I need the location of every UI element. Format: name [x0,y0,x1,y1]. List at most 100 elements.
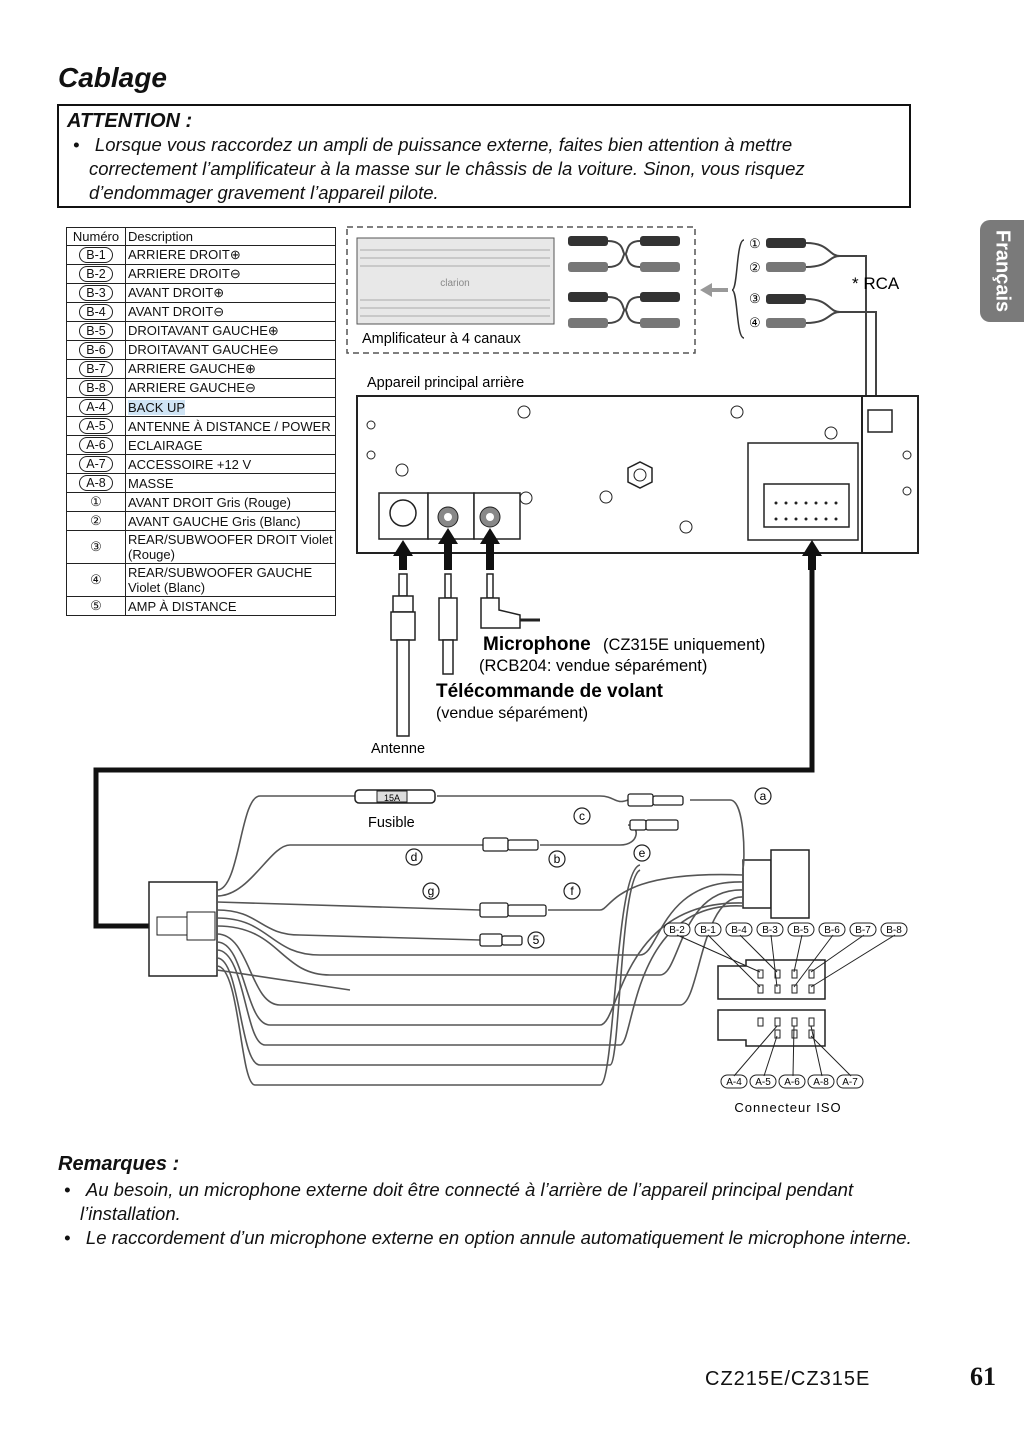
microphone-sub: (RCB204: vendue séparément) [479,657,707,675]
iso-pin-label: A-8 [813,1077,829,1088]
remark-item: • Le raccordement d’un microphone extern… [64,1227,912,1248]
wire-description: ANTENNE À DISTANCE / POWER [125,416,336,436]
rca-num-2: ② [749,260,761,275]
callout-f: f [570,884,574,898]
microphone-title: Microphone [483,634,591,655]
iso-pin-label: A-6 [784,1077,800,1088]
callout-b: b [554,852,561,866]
iso-pin-label: B-1 [700,925,716,936]
harness-cable [93,570,815,929]
rca-brace [731,239,745,339]
page-number: 61 [970,1362,996,1391]
iso-pins [757,969,815,1039]
iso-pin-label: B-8 [886,925,902,936]
harness-connector-right [742,859,772,909]
header-num: Numéro [66,227,126,246]
iso-pin-label: B-5 [793,925,809,936]
remark-item: • Au besoin, un microphone externe doit … [64,1179,854,1224]
iso-pin-badge [787,922,815,937]
wire-description: AMP À DISTANCE [125,596,336,616]
iso-pin-badge [756,922,784,937]
language-tab: Français [980,220,1024,322]
iso-pin-badge [720,1074,748,1089]
iso-pin-badge [663,922,691,937]
callout-5: 5 [533,933,540,947]
wire-description: AVANT DROIT⊖ [125,302,336,322]
unit-rca-plugs [766,238,806,328]
small-connectors [479,793,684,947]
amp-label: Amplificateur à 4 canaux [362,331,522,347]
rca-arrow-icon [700,283,728,297]
callout-d: d [411,850,418,864]
unit-hole [902,486,912,496]
iso-pin-badge [778,1074,806,1089]
iso-pin-label: B-2 [669,925,685,936]
amp-rca-cables [607,240,641,324]
attention-body: Lorsque vous raccordez un ampli de puiss… [89,134,805,203]
attention-box: ATTENTION : • Lorsque vous raccordez un … [57,104,911,208]
rca-label: * RCA [852,274,900,293]
amp-rca-plugs [568,236,680,328]
remote-title: Télécommande de volant [436,681,664,702]
wire-number: B-2 [66,264,126,284]
amp-dashed-box [346,226,696,354]
rca-port [867,409,893,433]
wire-description: REAR/SUBWOOFER GAUCHE Violet (Blanc) [125,563,336,597]
wire-number: ③ [66,530,126,564]
iso-pin-badge [725,922,753,937]
unit-hole [902,450,912,460]
attention-text: • Lorsque vous raccordez un ampli de pui… [67,133,901,205]
rca-num-1: ① [749,236,761,251]
iso-pin-label: B-6 [824,925,840,936]
rca-num-3: ③ [749,291,761,306]
attention-heading: ATTENTION : [67,110,193,132]
iso-block-a [717,1009,826,1047]
antenna-label: Antenne [371,741,425,757]
fuse-rating: 15A [384,793,400,803]
iso-label: Connecteur ISO [734,1100,841,1115]
unit-bolt-hole [633,468,647,482]
wire-number: B-7 [66,359,126,379]
antenna-plug-icon [390,573,416,737]
wire-number: B-5 [66,321,126,341]
unit-bolt [627,461,653,489]
remote-sub: (vendue séparément) [436,705,588,722]
callout-e: e [639,846,646,860]
amplifier-body [356,237,555,325]
page-title: Cablage [58,62,167,93]
amp-brand: clarion [440,278,469,289]
unit-rca-cables [805,242,877,400]
iso-leader-lines [676,934,896,1077]
remote-plug-icon [438,573,458,675]
remarks-heading: Remarques : [58,1153,180,1175]
wire-description: AVANT DROIT⊕ [125,283,336,303]
iso-pin-label: A-4 [726,1077,742,1088]
iso-pin-label: A-7 [842,1077,858,1088]
unit-hole [366,420,376,430]
attention-bullet: • [73,134,80,155]
wire-description: ARRIERE GAUCHE⊕ [125,359,336,379]
wire-number: A-5 [66,416,126,436]
wire-description: ARRIERE GAUCHE⊖ [125,378,336,398]
iso-pin-label: B-3 [762,925,778,936]
iso-pin-badge [749,1074,777,1089]
jack-arrows [393,528,822,570]
fuse-label: Fusible [368,815,415,831]
remarks-section: Remarques : • Au besoin, un microphone e… [58,1153,938,1250]
iso-pin-label: B-4 [731,925,747,936]
iso-pin-badge [807,1074,835,1089]
callout-g: g [428,884,435,898]
